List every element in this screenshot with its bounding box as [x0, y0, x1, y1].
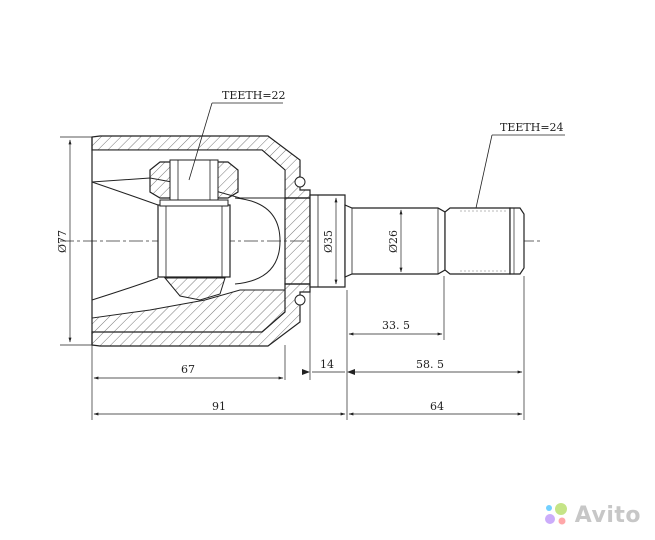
teeth-right-callout: TEETH=24 [475, 121, 565, 209]
avito-watermark: Avito [541, 500, 641, 530]
teeth-right-label: TEETH=24 [500, 121, 564, 134]
tripod-spider [149, 159, 239, 301]
dim-33-5-label: 33. 5 [382, 319, 410, 332]
dim-length-91: 91 [93, 400, 346, 416]
dim-diameter-26: Ø26 [387, 209, 403, 273]
dim-length-64: 64 [348, 400, 523, 416]
dim-77-label: Ø77 [56, 230, 69, 253]
dim-67-label: 67 [181, 363, 195, 376]
teeth-left-callout: TEETH=22 [188, 89, 286, 181]
dim-length-67: 67 [93, 363, 284, 380]
dim-64-label: 64 [430, 400, 444, 413]
dim-91-label: 91 [212, 400, 226, 413]
dim-14-label: 14 [320, 358, 334, 371]
dim-length-58-5: 58. 5 [348, 358, 523, 374]
teeth-left-label: TEETH=22 [222, 89, 286, 102]
dim-26-label: Ø26 [387, 230, 400, 253]
dim-35-label: Ø35 [322, 230, 335, 253]
dim-diameter-77: Ø77 [56, 136, 92, 346]
dim-58-5-label: 58. 5 [416, 358, 444, 371]
dim-length-33-5: 33. 5 [348, 319, 443, 336]
avito-logo-icon [544, 503, 567, 525]
dim-diameter-35: Ø35 [322, 197, 338, 285]
dim-length-14: 14 [302, 358, 355, 375]
extension-lines [91, 276, 525, 420]
watermark-text: Avito [574, 502, 641, 528]
stem-shaft [309, 194, 525, 288]
